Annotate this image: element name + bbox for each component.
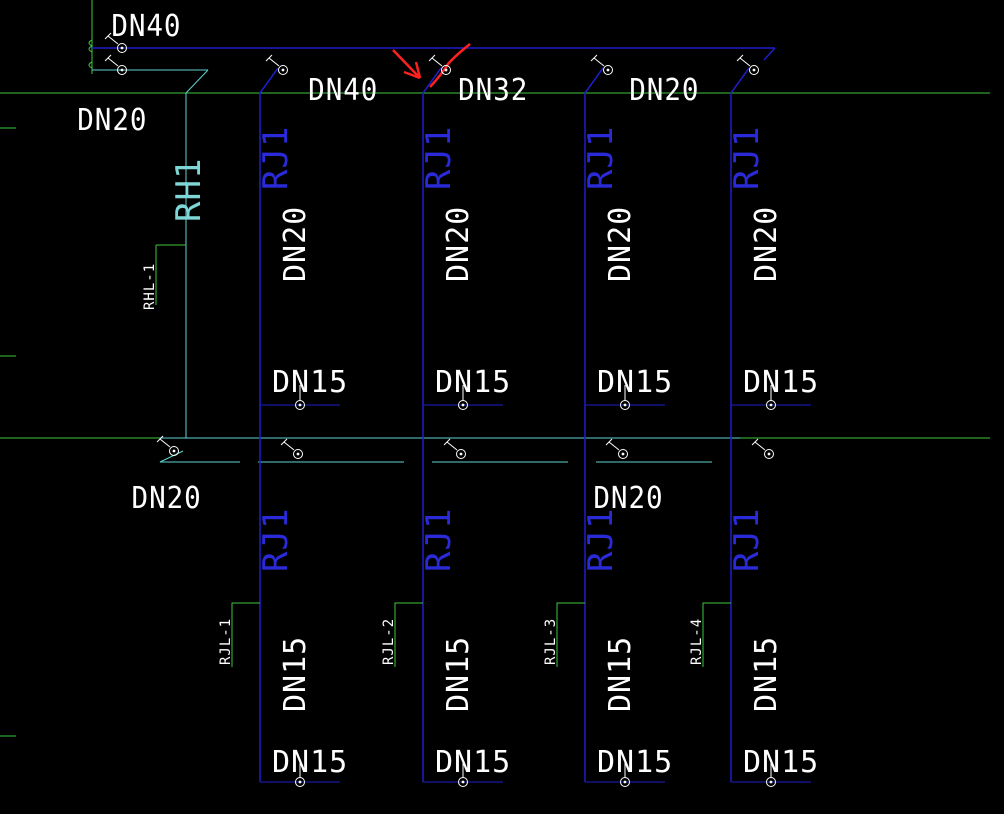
riser-1-mid-size-label: DN15: [272, 365, 348, 400]
riser-2-top-valve-icon: [428, 54, 451, 75]
riser-1-tag-leader: [231, 602, 260, 667]
riser-3-lower-size-label: DN15: [603, 636, 638, 712]
main-feed-group: [88, 0, 776, 94]
return-riser-valve-icon: [156, 435, 179, 456]
riser-2-mid-size-label: DN15: [435, 365, 511, 400]
main-feed-valve-icon: [104, 32, 127, 53]
riser-3-return-valve-icon: [605, 438, 628, 459]
riser-3-top-valve-icon: [590, 54, 613, 75]
riser-1-top-valve-icon: [265, 54, 288, 75]
riser-2-tag-leader: [394, 602, 423, 667]
return-mid-size-label: DN20: [593, 480, 663, 515]
riser-4-bottom-tag: RJ1: [727, 508, 767, 572]
riser-2-upper-size-label: DN20: [441, 206, 476, 282]
riser-4-upper-size-label: DN20: [749, 206, 784, 282]
riser-1-return-valve-icon: [280, 438, 303, 459]
riser-2-top-offset: [422, 67, 442, 94]
riser-3-top-tag: RJ1: [581, 126, 621, 190]
segment-2-size-label: DN32: [458, 72, 528, 107]
riser-3-top-offset: [584, 67, 604, 94]
riser-2-top-tag: RJ1: [419, 126, 459, 190]
riser-3-lower-fixture-icon: [620, 762, 630, 787]
riser-3-bottom-tag: RJ1: [581, 508, 621, 572]
valves-group: [104, 32, 776, 787]
segment-3-size-label: DN20: [629, 72, 699, 107]
riser-4-tag-leader: [702, 602, 731, 667]
riser-1-top-offset: [259, 67, 279, 94]
riser-2-branch-tag: RJL-2: [381, 618, 397, 665]
riser-4-upper-fixture-icon: [766, 385, 776, 410]
riser-3-mid-size-label: DN15: [597, 365, 673, 400]
main-pipe-size-label: DN40: [111, 8, 181, 43]
riser-1-top-tag: RJ1: [256, 126, 296, 190]
riser-2-end-size-label: DN15: [435, 745, 511, 780]
return-riser-tag: RH1: [169, 158, 209, 222]
riser-2-return-valve-icon: [443, 438, 466, 459]
riser-2-lower-fixture-icon: [458, 762, 468, 787]
riser-4-return-valve-icon: [751, 438, 774, 459]
riser-2-lower-size-label: DN15: [441, 636, 476, 712]
riser-3-upper-size-label: DN20: [603, 206, 638, 282]
riser-4-mid-size-label: DN15: [743, 365, 819, 400]
riser-4-lower-size-label: DN15: [749, 636, 784, 712]
riser-1-branch-tag: RJL-1: [218, 618, 234, 665]
riser-4-end-size-label: DN15: [743, 745, 819, 780]
riser-1-end-size-label: DN15: [272, 745, 348, 780]
riser-3-end-size-label: DN15: [597, 745, 673, 780]
riser-3-branch-tag: RJL-3: [543, 618, 559, 665]
return-riser: [155, 93, 740, 463]
riser-4-branch-tag: RJL-4: [689, 618, 705, 665]
riser-2-bottom-tag: RJ1: [419, 508, 459, 572]
riser-4-top-valve-icon: [736, 54, 759, 75]
riser-4-lower-fixture-icon: [766, 762, 776, 787]
riser-4-top-tag: RJ1: [727, 126, 767, 190]
riser-1-lower-fixture-icon: [295, 762, 305, 787]
riser-2-upper-fixture-icon: [458, 385, 468, 410]
return-branch-tag: RHL-1: [142, 263, 158, 310]
segment-1-size-label: DN40: [308, 72, 378, 107]
riser-1-upper-size-label: DN20: [278, 206, 313, 282]
return-feed-valve-icon: [104, 54, 127, 75]
left-feed-size-label: DN20: [77, 102, 147, 137]
riser-3-tag-leader: [556, 602, 585, 667]
return-left-size-label: DN20: [132, 480, 202, 515]
risers-group: [231, 67, 811, 783]
riser-3-upper-fixture-icon: [620, 385, 630, 410]
riser-4-top-offset: [730, 67, 750, 94]
red-annotation-arrow: [392, 43, 471, 88]
riser-1-upper-fixture-icon: [295, 385, 305, 410]
riser-1-bottom-tag: RJ1: [256, 508, 296, 572]
riser-1-lower-size-label: DN15: [278, 636, 313, 712]
